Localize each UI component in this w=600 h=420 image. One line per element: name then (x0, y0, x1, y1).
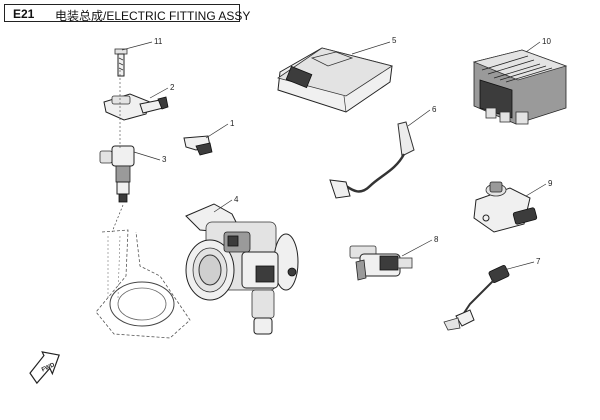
callout-3: 3 (162, 155, 167, 164)
part-injector-cap[interactable] (103, 93, 169, 121)
fwd-label: FWD (41, 362, 57, 373)
callout-10: 10 (542, 37, 551, 46)
assembly-code: E21 (13, 7, 35, 21)
callout-8: 8 (434, 235, 439, 244)
part-fuel-injector[interactable] (99, 145, 135, 203)
part-pressure-sensor[interactable] (349, 245, 413, 281)
part-ecu[interactable] (277, 47, 393, 113)
part-sensor[interactable] (473, 181, 538, 233)
callout-2: 2 (170, 83, 175, 92)
part-throttle-body[interactable] (185, 203, 299, 335)
part-spark-plug-wire[interactable] (329, 121, 415, 199)
callout-9: 9 (548, 179, 553, 188)
callout-5: 5 (392, 36, 397, 45)
callout-11: 11 (154, 37, 163, 46)
part-clip[interactable] (183, 135, 213, 156)
callout-1: 1 (230, 119, 235, 128)
assembly-title: 电装总成/ELECTRIC FITTING ASSY (55, 9, 251, 23)
fwd-arrow-icon: FWD (29, 351, 60, 385)
callout-7: 7 (536, 257, 541, 266)
part-intake-boot (95, 229, 191, 339)
part-bolt[interactable] (114, 48, 128, 77)
callout-6: 6 (432, 105, 437, 114)
part-oxygen-sensor[interactable] (443, 265, 510, 331)
title-box: E21 电装总成/ELECTRIC FITTING ASSY (4, 4, 250, 23)
part-voltage-regulator[interactable] (472, 49, 568, 125)
callout-4: 4 (234, 195, 239, 204)
